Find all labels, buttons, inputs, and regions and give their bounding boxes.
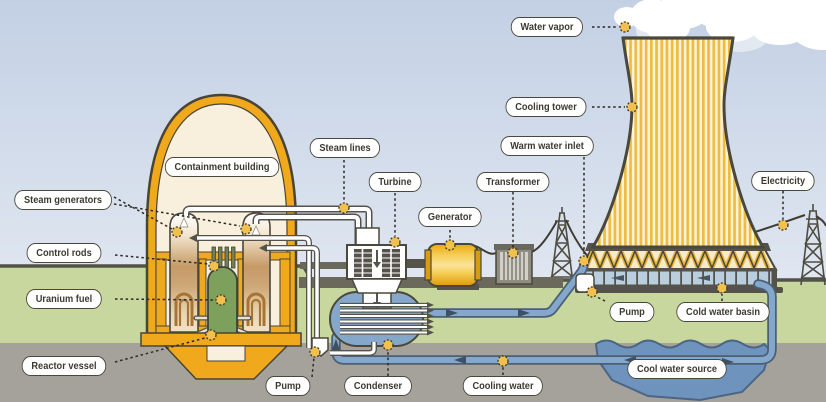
dot-pump-left (309, 346, 321, 358)
dot-warm-water-inlet (578, 255, 590, 267)
label-steam-generators: Steam generators (14, 189, 112, 211)
dot-condenser (382, 339, 394, 351)
label-cold-water-basin: Cold water basin (676, 301, 770, 323)
label-reactor-vessel: Reactor vessel (21, 355, 107, 377)
dot-generator (444, 239, 456, 251)
connector-dots (171, 21, 789, 367)
label-cool-water-source: Cool water source (627, 358, 727, 380)
label-steam-lines: Steam lines (309, 137, 381, 159)
dot-cooling-water (497, 355, 509, 367)
dot-turbine (389, 236, 401, 248)
dot-transformer (507, 247, 519, 259)
label-containment-building: Containment building (164, 156, 280, 178)
dot-electricity (777, 219, 789, 231)
label-turbine: Turbine (368, 171, 422, 193)
generator (424, 243, 482, 290)
turbine (346, 227, 434, 294)
dot-steam-generator-right (240, 223, 252, 235)
label-water-vapor: Water vapor (510, 16, 584, 38)
containment-building (140, 93, 302, 380)
dot-cold-water-basin (716, 282, 728, 294)
dot-reactor-vessel (205, 329, 217, 341)
dot-steam-generator-left (171, 226, 183, 238)
steam-and-feedwater-pipes (182, 205, 373, 348)
dot-cooling-tower (626, 101, 638, 113)
cooling-tower (575, 36, 783, 293)
label-uranium-fuel: Uranium fuel (26, 288, 102, 310)
dot-uranium-fuel (215, 294, 227, 306)
dot-water-vapor (619, 21, 631, 33)
dot-pump-right (586, 286, 598, 298)
condenser (329, 287, 434, 356)
dot-steam-lines (338, 202, 350, 214)
label-transformer: Transformer (476, 171, 550, 193)
steam-cloud (614, 0, 826, 52)
transmission-pylons (550, 204, 826, 286)
label-pump-left: Pump (265, 375, 311, 397)
label-pump-right: Pump (609, 301, 655, 323)
label-electricity: Electricity (751, 170, 815, 192)
label-generator: Generator (418, 206, 482, 228)
leader-lines (113, 26, 784, 378)
turbine-pedestal (300, 262, 347, 269)
dot-control-rods (208, 260, 220, 272)
transformer (494, 244, 534, 285)
label-cooling-water: Cooling water (462, 375, 544, 397)
label-condenser: Condenser (344, 375, 412, 397)
primary-loop-pipes (187, 315, 258, 340)
label-cooling-tower: Cooling tower (505, 96, 587, 118)
label-warm-water-inlet: Warm water inlet (500, 135, 594, 157)
label-control-rods: Control rods (26, 242, 102, 264)
